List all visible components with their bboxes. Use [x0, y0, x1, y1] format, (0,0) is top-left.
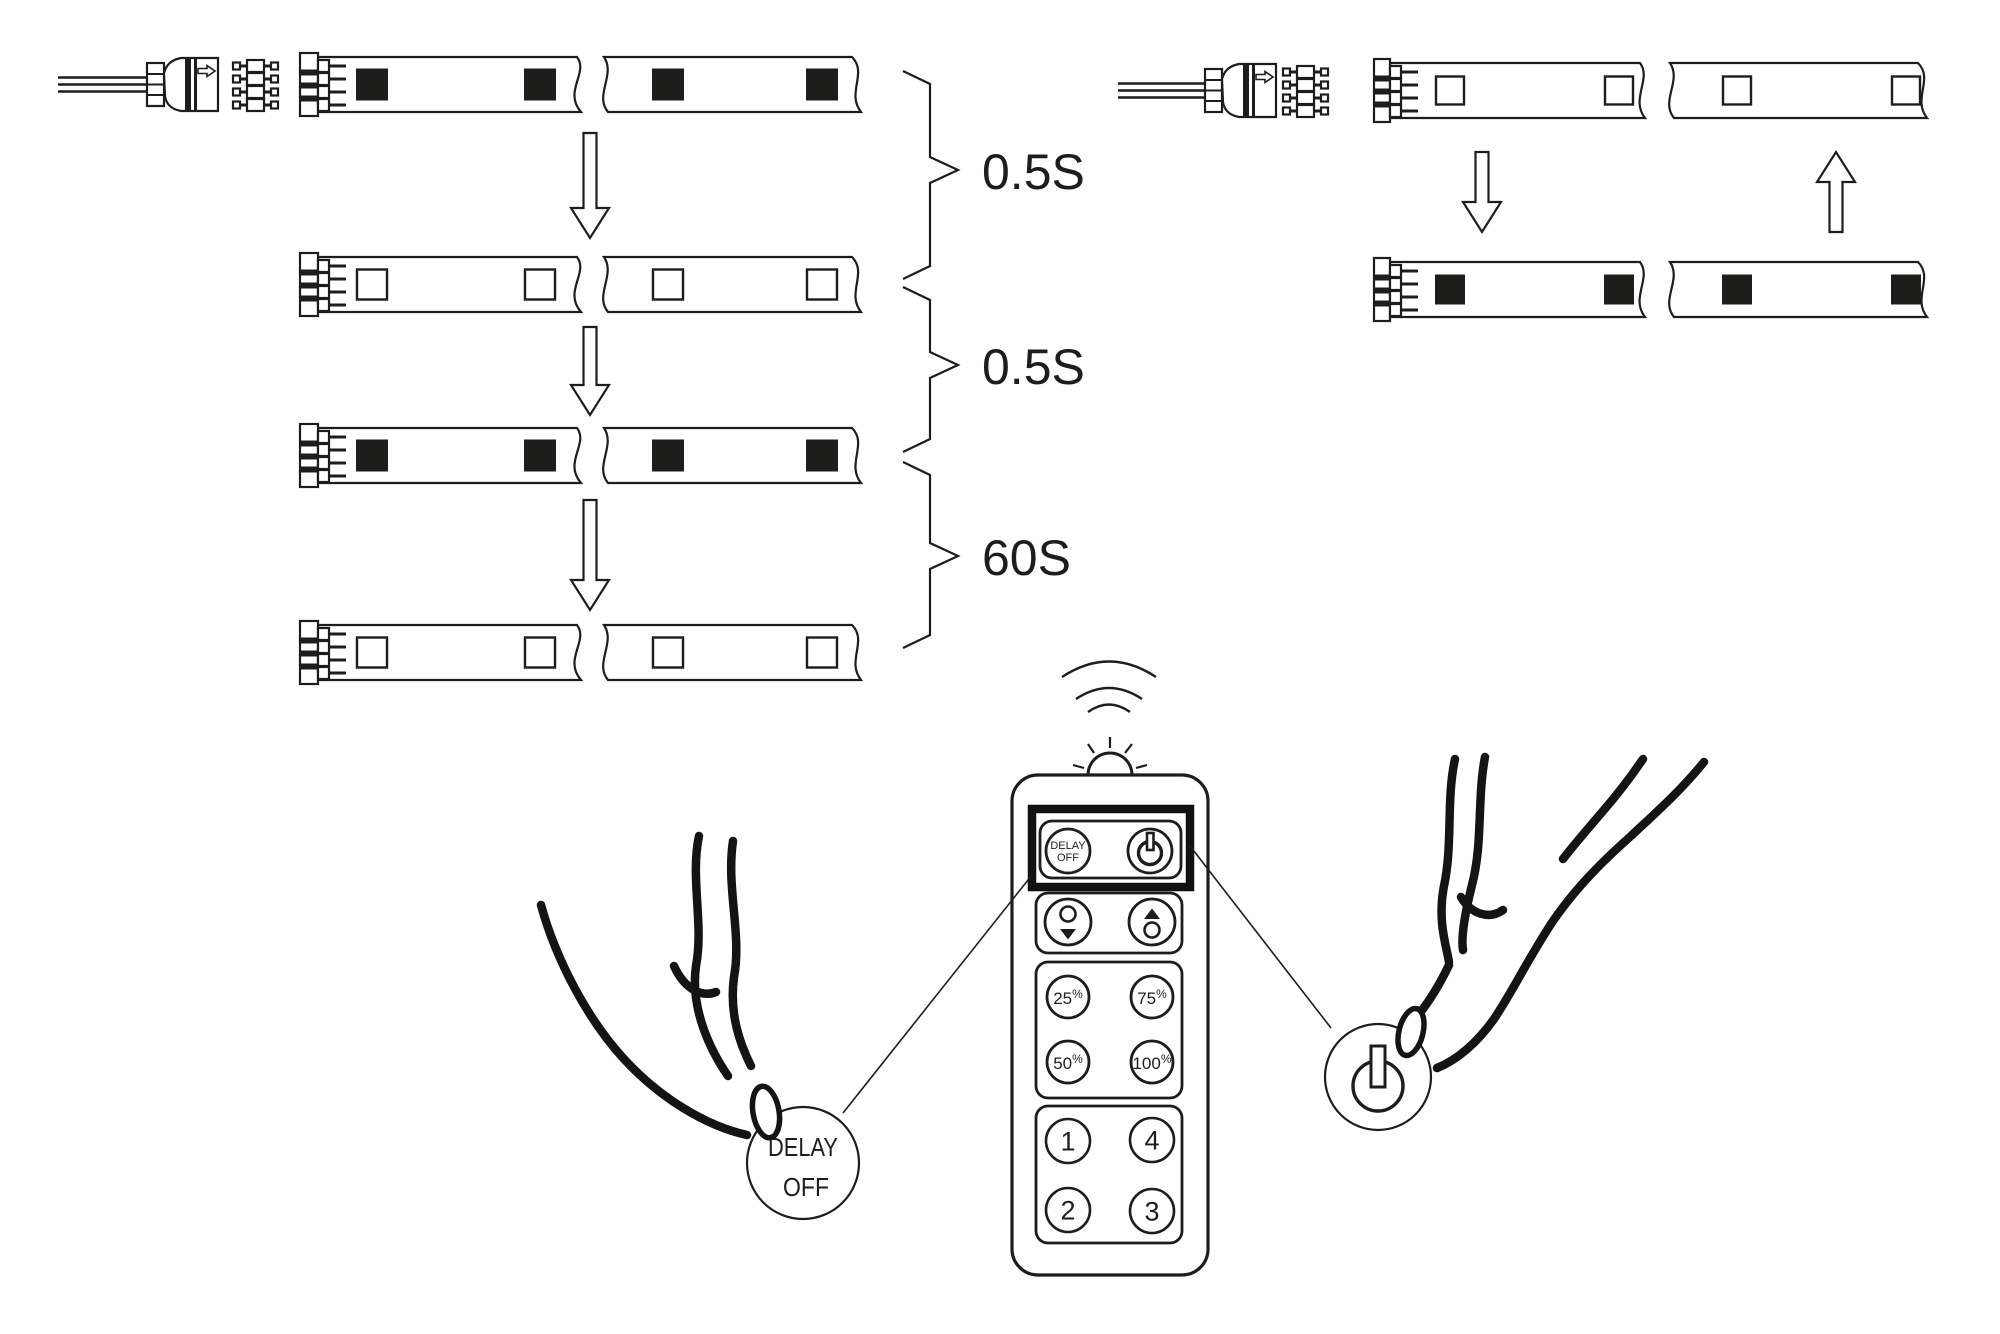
- delay-off-button[interactable]: DELAY OFF: [1044, 827, 1092, 875]
- pointing-hand-right: [1395, 752, 1709, 1073]
- power-icon: [1136, 831, 1164, 867]
- direction-arrow-icon: [197, 63, 217, 79]
- brace: [902, 286, 961, 453]
- brace: [902, 70, 961, 280]
- led: [806, 68, 838, 101]
- percent-75-button[interactable]: 75%: [1129, 974, 1175, 1020]
- timing-label: 0.5S: [982, 144, 1085, 200]
- wire-connector-icon: [1118, 62, 1278, 119]
- signal-waves-icon: [1061, 660, 1157, 713]
- percent-100-button[interactable]: 100%: [1129, 1039, 1175, 1085]
- led: [355, 636, 389, 669]
- power-icon: [1351, 1044, 1405, 1113]
- right-sequence: [1118, 57, 1929, 323]
- led: [651, 636, 685, 669]
- timing-label: 0.5S: [982, 339, 1085, 395]
- pin-connector-icon: [1281, 64, 1330, 119]
- led-strip-row-2: [1372, 256, 1929, 323]
- led: [1891, 274, 1921, 305]
- pin-connector-icon: [231, 58, 280, 113]
- led: [1435, 274, 1465, 305]
- percent-100-label: 100%: [1132, 1052, 1171, 1073]
- digit-3-button[interactable]: 3: [1128, 1187, 1176, 1235]
- led: [651, 268, 685, 301]
- down-arrow-icon: [569, 498, 611, 613]
- led-strip-row-4: [298, 619, 863, 686]
- delay-off-button-label: OFF: [1057, 852, 1079, 864]
- up-arrow-icon: [1815, 149, 1857, 234]
- brace: [902, 461, 961, 649]
- led: [523, 636, 557, 669]
- digit-2-button[interactable]: 2: [1044, 1186, 1092, 1234]
- led: [1721, 75, 1753, 106]
- remote-body: [1010, 773, 1210, 1277]
- brightness-up-icon: [1143, 908, 1161, 939]
- down-arrow-icon: [569, 325, 611, 418]
- brightness-up-button[interactable]: [1127, 897, 1177, 947]
- percent-25-label: 25%: [1053, 987, 1083, 1008]
- brightness-down-button[interactable]: [1043, 897, 1093, 947]
- timing-label: 60S: [982, 530, 1071, 586]
- led: [806, 439, 838, 472]
- led: [524, 68, 556, 101]
- led-strip-row-3: [298, 422, 863, 489]
- callout-line: [1189, 845, 1332, 1029]
- percent-75-label: 75%: [1137, 987, 1167, 1008]
- digit-1-label: 1: [1060, 1127, 1075, 1157]
- led: [1434, 75, 1466, 106]
- digit-2-label: 2: [1060, 1196, 1075, 1226]
- digit-1-button[interactable]: 1: [1044, 1117, 1092, 1165]
- led: [524, 439, 556, 472]
- digit-3-label: 3: [1144, 1197, 1159, 1227]
- percent-25-button[interactable]: 25%: [1045, 974, 1091, 1020]
- indicator-led-icon: [1072, 737, 1148, 776]
- led: [355, 268, 389, 301]
- delay-off-callout-label: DELAY: [768, 1132, 838, 1162]
- brightness-down-icon: [1059, 905, 1077, 940]
- led: [805, 636, 839, 669]
- led: [805, 268, 839, 301]
- down-arrow-icon: [569, 131, 611, 241]
- led-strip-row-2: [298, 251, 863, 318]
- callout-line: [842, 874, 1033, 1114]
- led: [1603, 75, 1635, 106]
- digit-4-button[interactable]: 4: [1128, 1116, 1176, 1164]
- led: [356, 68, 388, 101]
- digit-4-label: 4: [1144, 1126, 1159, 1156]
- led: [1890, 75, 1922, 106]
- led: [1722, 274, 1752, 305]
- led: [652, 439, 684, 472]
- remote-control: DELAY OFF: [1010, 660, 1210, 1277]
- led: [523, 268, 557, 301]
- fingernail: [1395, 1005, 1427, 1059]
- down-arrow-icon: [1461, 150, 1503, 235]
- led-strip-row-1: [1372, 57, 1929, 124]
- delay-off-button-label: DELAY: [1050, 840, 1086, 852]
- fingernail: [749, 1083, 783, 1141]
- led: [356, 439, 388, 472]
- wire-connector-icon: [58, 56, 220, 113]
- left-sequence: 0.5S 0.5S 60S: [58, 51, 1085, 686]
- percent-50-button[interactable]: 50%: [1045, 1039, 1091, 1085]
- led-strip-row-1: [298, 51, 863, 118]
- led: [1604, 274, 1634, 305]
- pointing-hand-left: [536, 831, 783, 1141]
- power-button[interactable]: [1126, 827, 1174, 875]
- direction-arrow-icon: [1255, 69, 1275, 85]
- led: [652, 68, 684, 101]
- percent-50-label: 50%: [1053, 1052, 1083, 1073]
- delay-off-callout-label: OFF: [783, 1172, 829, 1202]
